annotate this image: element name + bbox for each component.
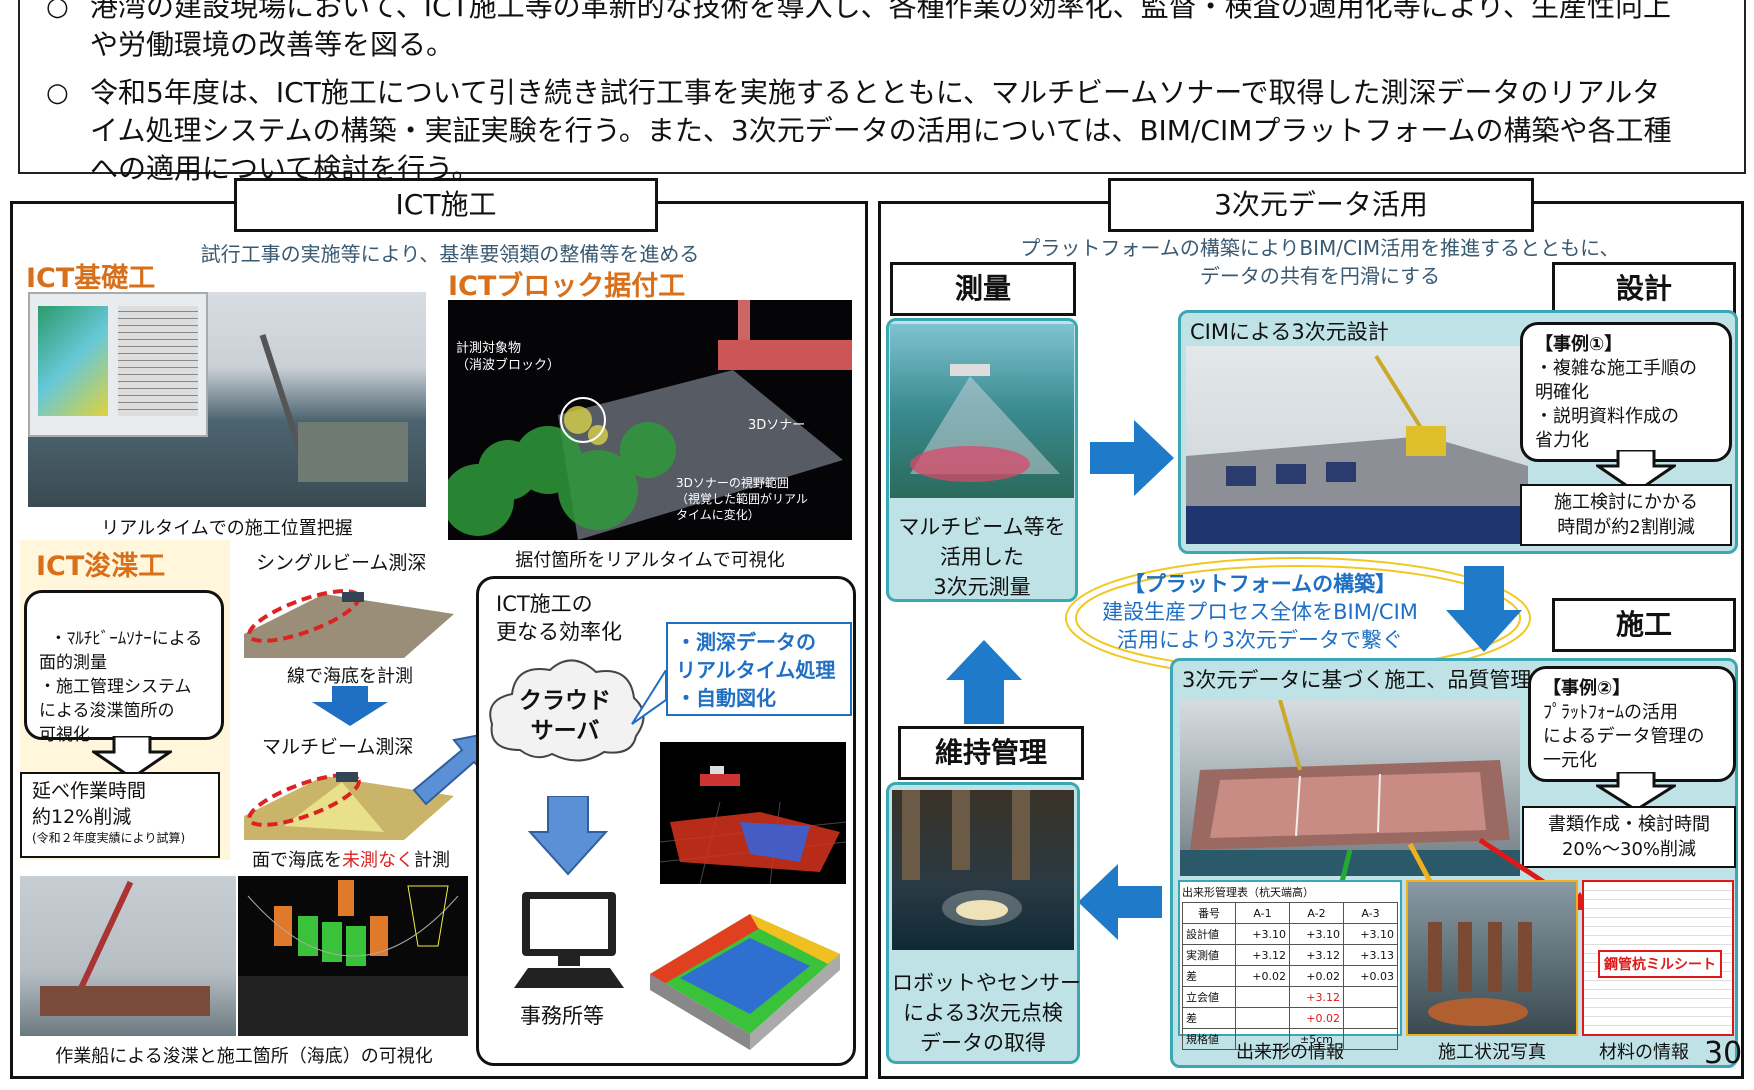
- cim-design-image: [1186, 346, 1528, 544]
- dredge-result-box: 延べ作業時間 約12%削減 (令和２年度実績により試算): [20, 772, 220, 858]
- ict-construction-title: ICT施工: [234, 178, 658, 232]
- caption-site-photo: 施工状況写真: [1438, 1042, 1546, 1063]
- piles-photo: [1406, 880, 1578, 1036]
- table-row: 差+0.02+0.02+0.03: [1181, 965, 1398, 987]
- table-row: 差+0.02: [1181, 1007, 1398, 1029]
- dredge-ship-photo: [20, 876, 236, 1036]
- 3d-subtitle: プラットフォームの構築によりBIM/CIM活用を推進するとともに、 データの共有…: [1020, 236, 1620, 288]
- block-sonar-image: 計測対象物 （消波ブロック） 3Dソナー 3Dソナーの視野範囲 （視覚した範囲が…: [448, 300, 852, 540]
- down-arrow-blue-small: [312, 686, 388, 726]
- table-row: 設計値+3.10+3.10+3.10: [1181, 923, 1398, 945]
- construction-site-photo: [1180, 700, 1520, 876]
- foundation-photo: [28, 292, 426, 507]
- table-row: 実測値+3.12+3.12+3.13: [1181, 944, 1398, 966]
- foundation-caption: リアルタイムでの施工位置把握: [101, 518, 353, 539]
- intro-box: ○ 港湾の建設現場において、ICT施工等の革新的な技術を導入し、各種作業の効率化…: [18, 0, 1746, 185]
- ict-subtitle: 試行工事の実施等により、基準要領類の整備等を進める: [200, 242, 700, 266]
- dredge-method-box: ・ﾏﾙﾁﾋﾞｰﾑｿﾅｰによる 面的測量 ・施工管理システム による浚渫箇所の 可…: [24, 590, 224, 745]
- survey-label: 測量: [890, 262, 1076, 316]
- page-number: 30: [1704, 1036, 1743, 1071]
- cloud-label: クラウド サーバ: [519, 688, 611, 744]
- design-panel-title: CIMによる3次元設計: [1190, 320, 1389, 344]
- cloud-server-icon: [489, 659, 645, 762]
- realtime-callout: ・測深データの リアルタイム処理 ・自動図化: [666, 622, 852, 716]
- table-row: 立会値+3.12: [1181, 986, 1398, 1008]
- ict-foundation-heading: ICT基礎工: [26, 263, 156, 294]
- survey-text: マルチビーム等を 活用した 3次元測量: [898, 515, 1066, 599]
- ict-block-heading: ICTブロック据付工: [448, 271, 686, 302]
- case1-box: 【事例①】 ・複雑な施工手順の 明確化 ・説明資料作成の 省力化: [1520, 322, 1732, 462]
- table-row: 規格値±5cm: [1181, 1028, 1398, 1050]
- office-label: 事務所等: [520, 1004, 604, 1028]
- multi-beam-label: マルチビーム測深: [262, 736, 414, 758]
- down-arrow-outline-case1: [1596, 450, 1676, 494]
- left-arrow-construction-maintenance: [1078, 864, 1162, 940]
- dredge-bottom-caption: 作業船による浚渫と施工箇所（海底）の可視化: [55, 1046, 433, 1067]
- case1-result: 施工検討にかかる 時間が約2割削減: [1520, 484, 1732, 546]
- callout-tail: [631, 670, 667, 725]
- single-beam-label: シングルビーム測深: [256, 552, 427, 574]
- caption-shape-info: 出来形の情報: [1236, 1042, 1344, 1063]
- dredge-screen: [238, 876, 468, 1036]
- design-label: 設計: [1552, 262, 1736, 316]
- case2-box: 【事例②】 ﾌﾟﾗｯﾄﾌｫｰﾑの活用 によるデータ管理の 一元化: [1528, 666, 1736, 782]
- sonar-visual: [448, 300, 852, 540]
- down-arrow-blue-office: [528, 796, 608, 876]
- ict-dredge-heading: ICT浚渫工: [36, 551, 166, 582]
- maintenance-label: 維持管理: [898, 726, 1084, 780]
- maintenance-image: [892, 790, 1074, 950]
- platform-text: 【プラットフォームの構築】 建設生産プロセス全体をBIM/CIM 活用により3次…: [1102, 572, 1418, 652]
- computer-icon: [514, 892, 624, 988]
- seabed-3d-image: [640, 894, 850, 1056]
- label-range: 3Dソナーの視野範囲 （視覚した範囲がリアル タイムに変化）: [676, 476, 808, 522]
- block-caption: 据付箇所をリアルタイムで可視化: [515, 550, 785, 571]
- case2-result: 書類作成・検討時間 20%～30%削減: [1522, 806, 1736, 868]
- single-beam-caption: 線で海底を計測: [287, 666, 413, 687]
- right-arrow-survey-design: [1090, 420, 1174, 496]
- 3d-data-title: 3次元データ活用: [1108, 178, 1534, 232]
- construction-label: 施工: [1552, 598, 1736, 652]
- down-arrow-design-construction: [1446, 566, 1522, 652]
- mill-sheet: 鋼管杭ミルシート: [1582, 880, 1734, 1036]
- caption-material-info: 材料の情報: [1599, 1042, 1689, 1063]
- construction-panel-title: 3次元データに基づく施工、品質管理: [1182, 668, 1532, 692]
- multi-beam-image: [244, 756, 454, 840]
- single-beam-image: [244, 574, 454, 658]
- sonar-ship-image: [660, 742, 846, 884]
- mill-sheet-label: 鋼管杭ミルシート: [1598, 950, 1722, 978]
- label-target: 計測対象物 （消波ブロック）: [456, 341, 561, 373]
- survey-image: [890, 324, 1074, 498]
- intro-bullet-0: ○ 港湾の建設現場において、ICT施工等の革新的な技術を導入し、各種作業の効率化…: [46, 0, 1671, 61]
- multi-beam-caption: 面で海底を未測なく計測: [252, 850, 450, 871]
- down-arrow-outline-case2: [1596, 772, 1676, 812]
- up-arrow-maintenance-survey: [946, 640, 1022, 724]
- efficiency-title: ICT施工の 更なる効率化: [496, 592, 622, 644]
- down-arrow-outline: [92, 736, 172, 780]
- label-sonar: 3Dソナー: [748, 418, 806, 433]
- maintenance-text: ロボットやセンサー による3次元点検 データの取得: [892, 971, 1081, 1055]
- intro-bullet-1: ○ 令和5年度は、ICT施工について引き続き試行工事を実施するとともに、マルチビ…: [46, 76, 1672, 185]
